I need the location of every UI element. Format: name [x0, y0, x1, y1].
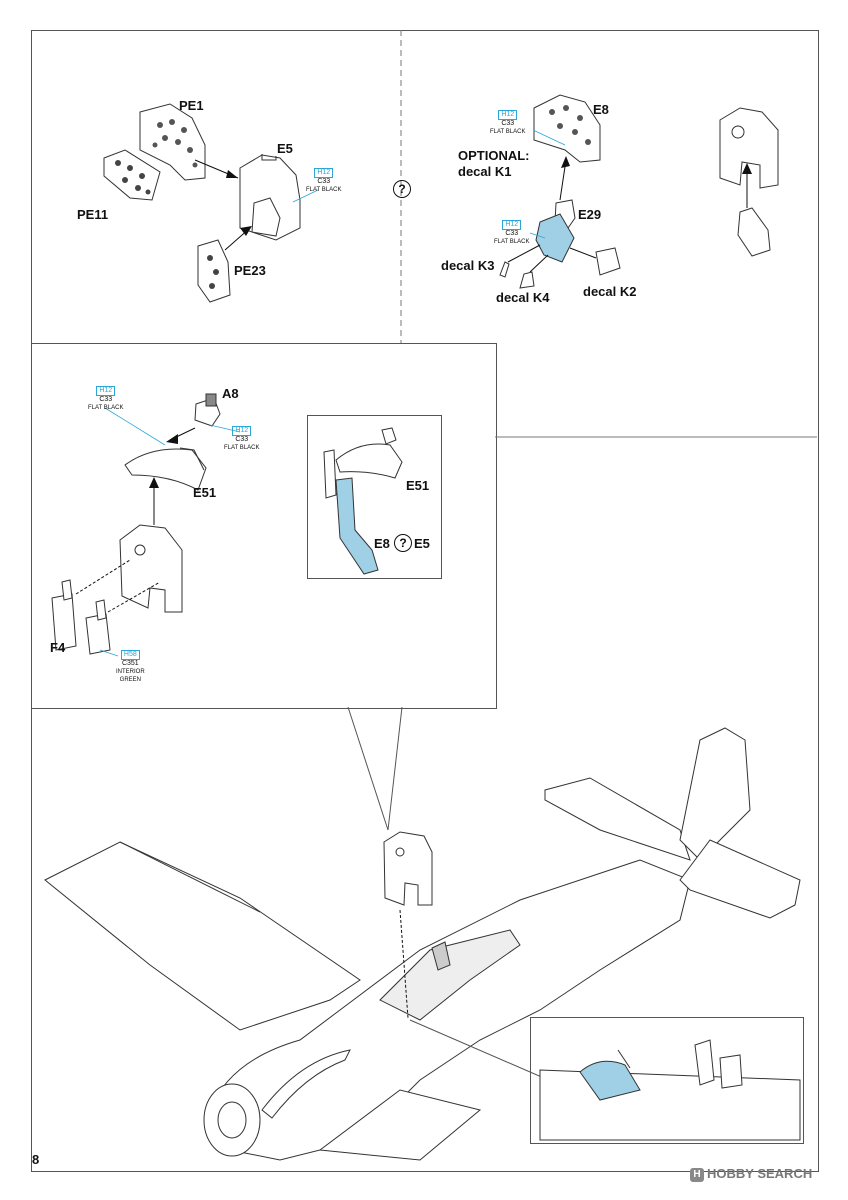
- e5-part: [239, 154, 301, 241]
- inset-assembly: [323, 427, 403, 575]
- inset-label-e8: E8: [374, 536, 390, 551]
- label-e51: E51: [193, 485, 217, 500]
- label-optional-title: OPTIONAL:: [458, 148, 530, 163]
- paint-callout-e29: H12 C33 FLAT BLACK: [494, 220, 530, 245]
- e51-part: [124, 447, 207, 491]
- label-decal-k4: decal K4: [496, 290, 550, 305]
- label-e8: E8: [593, 102, 609, 117]
- inset-label-e5: E5: [414, 536, 430, 551]
- label-e5: E5: [277, 141, 293, 156]
- paint-callout-e51: H12 C33 FLAT BLACK: [88, 386, 124, 411]
- a8-part: [194, 393, 221, 427]
- label-a8: A8: [222, 386, 239, 401]
- paint-callout-e8: H12 C33 FLAT BLACK: [490, 110, 526, 135]
- paint-callout-e5: H12 C33 FLAT BLACK: [306, 168, 342, 193]
- e8-rear-part: [719, 107, 779, 257]
- label-pe23: PE23: [234, 263, 266, 278]
- inset-label-e51: E51: [406, 478, 430, 493]
- e8-part: [533, 94, 601, 163]
- label-decal-k3: decal K3: [441, 258, 495, 273]
- label-pe1: PE1: [179, 98, 204, 113]
- page-number: 8: [32, 1152, 40, 1167]
- inset-optional-symbol: ?: [394, 534, 412, 552]
- optional-symbol: ?: [393, 180, 411, 198]
- label-pe11: PE11: [77, 207, 109, 222]
- detail-inset-drawing: [539, 1039, 801, 1141]
- pe1-panel: [139, 103, 206, 181]
- paint-callout-f4: H58 C351 INTERIOR GREEN: [116, 650, 145, 683]
- label-decal-k2: decal K2: [583, 284, 637, 299]
- aircraft: [44, 727, 801, 1161]
- label-e29: E29: [578, 207, 602, 222]
- label-f4: F4: [50, 640, 66, 655]
- hobby-search-logo-icon: H: [690, 1167, 704, 1182]
- label-optional-decal: decal K1: [458, 164, 512, 179]
- pe23-panel: [197, 239, 231, 303]
- e8-bulkhead: [119, 524, 183, 613]
- f4-part: [51, 579, 111, 655]
- cockpit-subassembly: [383, 831, 433, 906]
- e29-part: [535, 199, 576, 263]
- watermark-text: HOBBY SEARCH: [707, 1166, 813, 1181]
- pe11-panel: [103, 149, 161, 201]
- paint-callout-a8: H12 C33 FLAT BLACK: [224, 426, 260, 451]
